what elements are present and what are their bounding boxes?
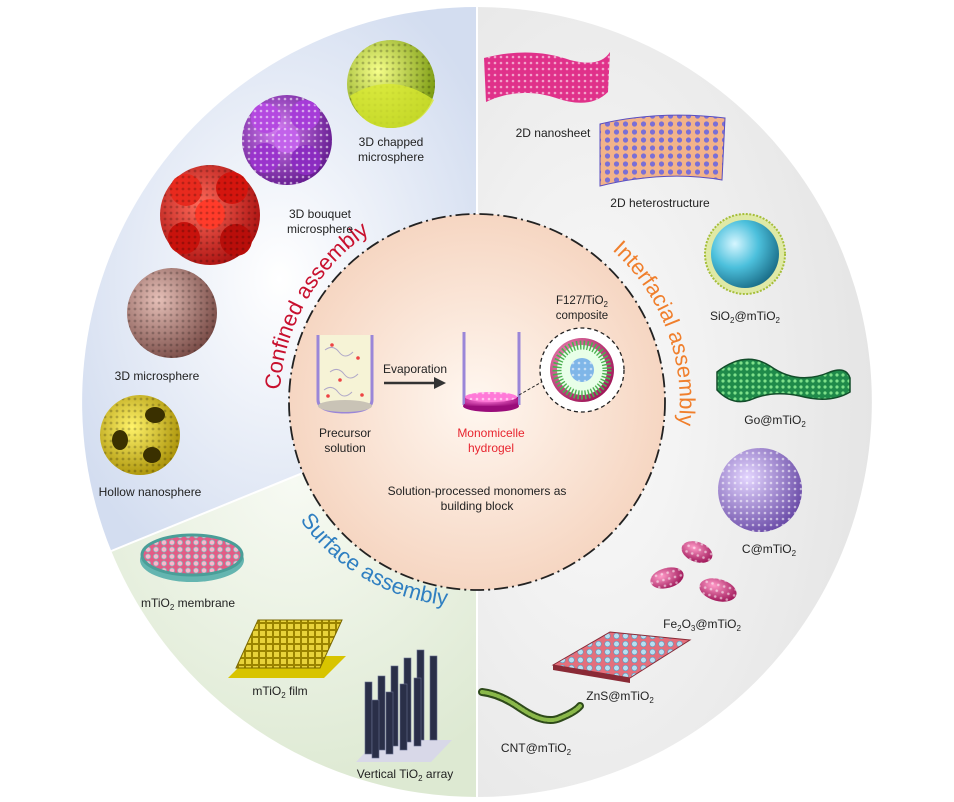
- bouquet-label-2: microsphere: [287, 222, 353, 236]
- nanosheet-icon: [484, 52, 610, 103]
- chapped-label-1: 3D chapped: [359, 135, 424, 149]
- bouquet-label-1: 3D bouquet: [289, 207, 352, 221]
- go-sheet-icon: [716, 358, 851, 403]
- interfacial-sector: [477, 7, 872, 797]
- hollow-label: Hollow nanosphere: [99, 485, 202, 499]
- microsphere-icon: [127, 268, 217, 358]
- composite-label-1: F127/TiO2: [556, 295, 609, 309]
- bouquet-microsphere-red-icon: [160, 165, 260, 265]
- c-label: C@mTiO2: [742, 542, 797, 558]
- vertical-array-icon: [356, 649, 452, 762]
- sio2-label: SiO2@mTiO2: [710, 309, 781, 325]
- micelle-icon: [550, 338, 614, 402]
- fe2o3-label: Fe2O3@mTiO2: [663, 617, 741, 633]
- monomicelle-label-1: Monomicelle: [457, 426, 525, 440]
- monomicelle-beaker-icon: [462, 332, 521, 412]
- precursor-label-1: Precursor: [319, 426, 371, 440]
- sio2-sphere-icon: [704, 213, 786, 295]
- evaporation-label: Evaporation: [383, 362, 447, 376]
- bouquet-microsphere-purple-icon: [242, 95, 332, 185]
- chapped-microsphere-icon: [347, 40, 435, 128]
- center-footer-1: Solution-processed monomers as: [388, 484, 567, 498]
- fe2o3-ellipsoids-icon: [650, 541, 737, 602]
- hollow-nanosphere-icon: [100, 395, 180, 475]
- cnt-tube-icon: [478, 688, 584, 724]
- center-footer-2: building block: [441, 499, 515, 513]
- composite-label-2: composite: [556, 310, 608, 322]
- film-block-icon: [228, 619, 346, 678]
- zns-label: ZnS@mTiO2: [586, 689, 654, 705]
- monomicelle-label-2: hydrogel: [468, 441, 514, 455]
- c-sphere-icon: [718, 448, 802, 532]
- go-label: Go@mTiO2: [744, 413, 806, 429]
- heterostructure-icon: [599, 114, 726, 187]
- heterostructure-label: 2D heterostructure: [610, 196, 710, 210]
- evaporation-arrow-icon: [384, 377, 446, 389]
- zns-slab-icon: [551, 631, 692, 683]
- membrane-dish-icon: [140, 533, 244, 582]
- chapped-label-2: microsphere: [358, 150, 424, 164]
- membrane-label: mTiO2 membrane: [141, 596, 235, 612]
- microsphere-label: 3D microsphere: [115, 369, 200, 383]
- array-label: Vertical TiO2 array: [357, 767, 454, 783]
- precursor-label-2: solution: [324, 441, 365, 455]
- film-label: mTiO2 film: [252, 684, 307, 700]
- precursor-beaker-icon: [316, 335, 374, 414]
- cnt-label: CNT@mTiO2: [501, 741, 572, 757]
- nanosheet-label: 2D nanosheet: [516, 126, 591, 140]
